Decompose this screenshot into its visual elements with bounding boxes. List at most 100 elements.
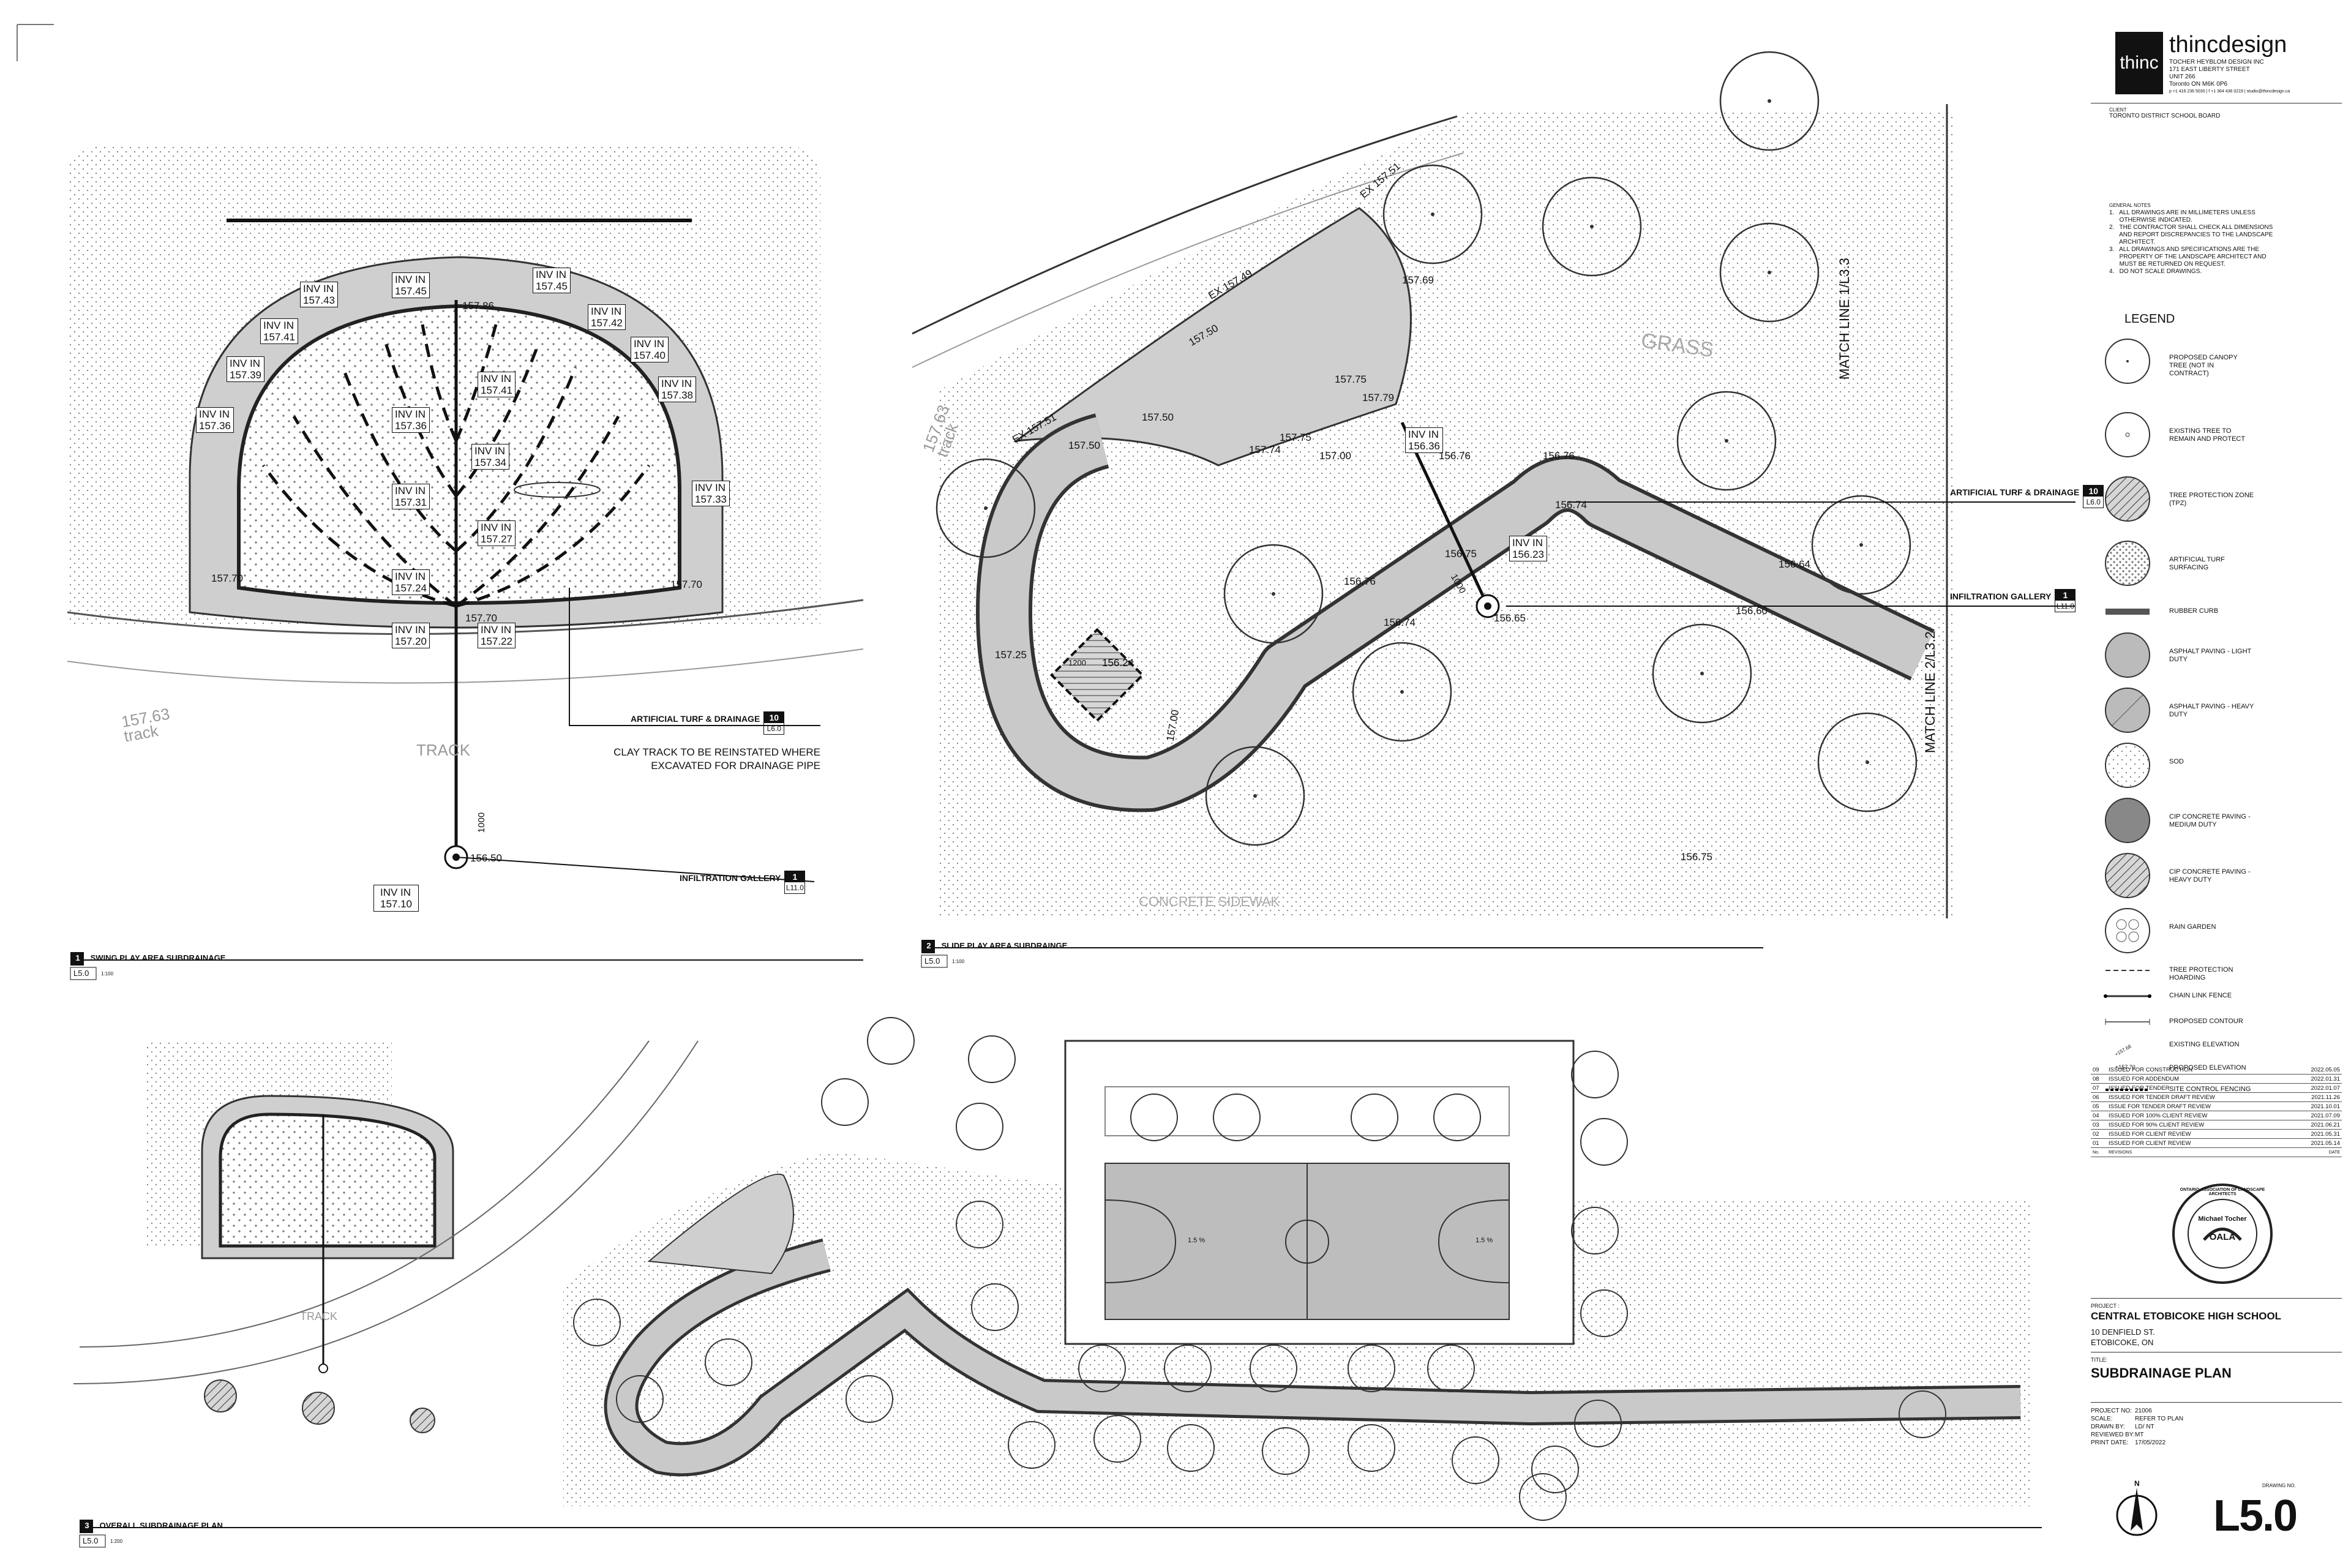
legend-item: RUBBER CURB [2103,600,2342,625]
firm-address-line: UNIT 266 [2169,73,2195,80]
callout-infiltration-gallery: INFILTRATION GALLERY 1 L11.0 [1950,589,2076,612]
seal-line-2: Michael Tocher [2198,1215,2247,1223]
rev-date: 2022.05.05 [2287,1065,2342,1075]
view-3-sheet-ref: L5.0 [83,1536,99,1545]
inv-label: INV IN 156.36 [1405,427,1443,453]
notes-line: PROPERTY OF THE LANDSCAPE ARCHITECT AND [2109,253,2267,260]
elevation-label: 156.76 [1543,450,1575,462]
view-title: SLIDE PLAY AREA SUBDRAINGE [941,941,1068,950]
fence-line-icon [2104,994,2151,998]
elevation-label: 157.86 [462,300,494,312]
inv-label: INV IN 157.45 [392,272,430,298]
legend-heading: LEGEND [2124,312,2175,326]
field-value: MT [2135,1431,2144,1438]
view-1-caption: 1 SWING PLAY AREA SUBDRAINAGE [72,953,225,962]
view-number: 1 [75,953,80,962]
rev-desc: ISSUED FOR CLIENT REVIEW [2107,1129,2288,1139]
rev-desc: ISSUE FOR TENDER DRAFT REVIEW [2107,1101,2288,1111]
view-caption-3 [79,1520,2042,1548]
legend-item: PROPOSED CONTOUR [2103,1013,2342,1031]
client-label: CLIENT [2109,107,2127,113]
note-clay-track: CLAY TRACK TO BE REINSTATED WHERE EXCAVA… [606,746,820,773]
concrete-medium-icon [2105,798,2150,843]
inv-label: INV IN 157.38 [658,377,696,402]
slope-label: 1.5 % [1188,1237,1205,1244]
view-3-overall-plan [73,1017,2033,1521]
rev-no: 09 [2091,1065,2107,1075]
north-arrow: N [2112,1479,2161,1543]
elevation-label: 156.65 [1494,612,1526,624]
detail-ref: 10 L6.0 [2083,485,2104,508]
elevation-label: 157.75 [1280,432,1311,443]
rev-desc: ISSUED FOR CLIENT REVIEW [2107,1138,2288,1148]
inv-label: INV IN 157.31 [392,484,430,509]
inv-label: INV IN 157.22 [478,623,516,648]
elevation-label: 157.50 [1068,440,1100,451]
legend-label: CHAIN LINK FENCE [2169,992,2232,999]
inv-label: INV IN 157.41 [478,372,516,397]
firm-address-line: Toronto ON M6K 0P6 [2169,81,2228,88]
inv-label: INV IN 157.34 [471,444,509,470]
rev-no: 05 [2091,1101,2107,1111]
detail-ref: 1 L11.0 [784,871,806,894]
view-1-sheet-ref: L5.0 [73,969,89,978]
legend-label: CIP CONCRETE PAVING - HEAVY DUTY [2169,868,2251,883]
rev-no: 04 [2091,1111,2107,1120]
elevation-label: 157.50 [1142,411,1174,423]
elevation-label: 157.75 [1335,373,1367,385]
hoarding-line-icon [2105,970,2150,971]
view-caption-1 [70,952,863,980]
project-address: 10 DENFIELD ST. [2091,1327,2155,1337]
title-label: TITLE: [2091,1357,2108,1363]
legend-label: RUBBER CURB [2169,607,2219,615]
match-line-1: MATCH LINE 1/L3.3 [1837,258,1852,380]
rev-no: 01 [2091,1138,2107,1148]
field-row: DRAWN BY:LD/ NT [2091,1423,2183,1431]
elevation-label: 157.74 [1249,444,1281,456]
legend-label: PROPOSED CONTOUR [2169,1018,2243,1025]
rev-date: 2021.07.09 [2287,1111,2342,1120]
contour-line-icon [2105,1019,2150,1025]
detail-sheet: L11.0 [2056,602,2074,610]
rev-date: 2021.05.14 [2287,1138,2342,1148]
inv-label: INV IN 157.41 [260,318,298,344]
detail-number: 1 [785,871,805,882]
field-key: PRINT DATE: [2091,1439,2129,1446]
inv-label: INV IN 157.33 [692,481,730,506]
callout-text: ARTIFICIAL TURF & DRAINAGE [1950,487,2080,497]
view-3-scale: 1:200 [110,1539,123,1544]
legend-item: CIP CONCRETE PAVING - HEAVY DUTY [2103,851,2342,900]
inv-label: INV IN 157.27 [478,520,516,546]
elevation-label: 156.74 [1555,499,1587,511]
view-title: OVERALL SUBDRAINAGE PLAN [99,1521,223,1530]
view-2-slide-play-area [912,51,2075,918]
legend-item: CIP CONCRETE PAVING - MEDIUM DUTY [2103,796,2342,845]
project-label: PROJECT : [2091,1303,2120,1309]
view-2-sheet-ref: L5.0 [924,956,940,966]
firm-legal-name: TOCHER HEYBLOM DESIGN INC [2169,59,2264,66]
callout-text: INFILTRATION GALLERY [680,873,781,883]
view-1-swing-play-area [67,147,864,918]
tpz-icon [2105,476,2150,522]
field-value: 21006 [2135,1408,2152,1414]
divider [2091,1402,2342,1403]
rev-date: 2021.11.26 [2287,1092,2342,1102]
sod-icon [2105,743,2150,788]
view-caption-2 [921,940,1763,968]
field-row: REVIEWED BY:MT [2091,1431,2183,1439]
project-address: ETOBICOKE, ON [2091,1338,2154,1347]
detail-number: 10 [2083,486,2104,497]
legend-label: RAIN GARDEN [2169,923,2216,931]
north-arrow-icon [2116,1488,2158,1536]
elevation-label: 156.75 [1681,851,1712,863]
note-line: EXCAVATED FOR DRAINAGE PIPE [651,760,820,771]
rain-garden-icon [2105,908,2150,953]
notes-line: 4. DO NOT SCALE DRAWINGS. [2109,268,2202,275]
rev-desc: ISSUED FOR TENDER [2107,1083,2288,1093]
rev-no: 06 [2091,1092,2107,1102]
rev-desc: ISSUED FOR TENDER DRAFT REVIEW [2107,1092,2288,1102]
rev-no: 07 [2091,1083,2107,1093]
